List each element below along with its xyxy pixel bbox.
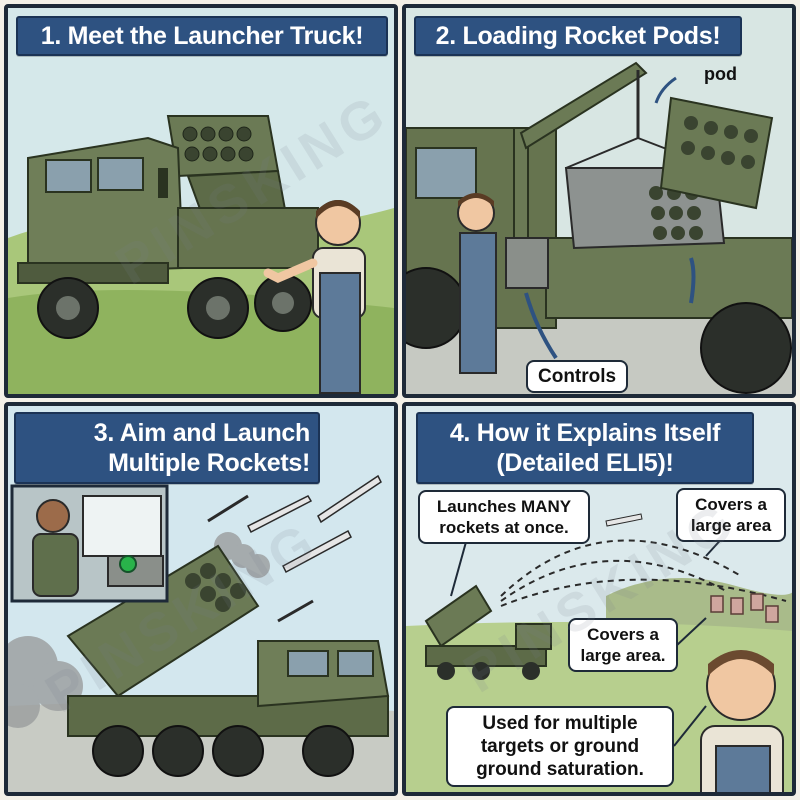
speech-bubble-launches: Launches MANY rockets at once. [418, 490, 590, 544]
bubble-line: Launches MANY [436, 497, 572, 516]
panel-4-title-line-1: 4. How it Explains Itself [449, 419, 721, 447]
panel-4-title-line-2: (Detailed ELI5)! [496, 449, 674, 477]
panel-3: 3. Aim and Launch Multiple Rockets! PINS… [4, 402, 398, 796]
panel-2: 2. Loading Rocket Pods! pod Controls [402, 4, 796, 398]
panel-3-title-line-2: Multiple Rockets! [108, 449, 310, 477]
panel-2-scene [406, 8, 792, 394]
controls-label: Controls [526, 360, 629, 393]
speech-bubble-covers-area-top: Covers a large area [676, 488, 786, 542]
panel-1-title: 1. Meet the Launcher Truck! [16, 16, 388, 56]
panel-2-title: 2. Loading Rocket Pods! [414, 16, 742, 56]
bubble-line: ground saturation. [476, 759, 644, 780]
bubble-line: Covers a [587, 625, 659, 644]
panel-3-title-line-1: 3. Aim and Launch [93, 419, 311, 447]
bubble-line: Used for multiple [482, 713, 638, 734]
pod-label: pod [704, 64, 737, 84]
bubble-line: Covers a [695, 495, 767, 514]
panel-1: 1. Meet the Launcher Truck! PINSKING [4, 4, 398, 398]
speech-bubble-used-for: Used for multiple targets or ground grou… [446, 706, 674, 787]
bubble-line: large area. [580, 646, 666, 665]
panel-3-title: 3. Aim and Launch Multiple Rockets! [14, 412, 320, 484]
panel-4-title: 4. How it Explains Itself (Detailed ELI5… [416, 412, 754, 484]
bubble-line: large area [690, 516, 772, 535]
bubble-line: rockets at once. [439, 518, 569, 537]
bubble-line: targets or ground [480, 736, 640, 757]
panel-4: 4. How it Explains Itself (Detailed ELI5… [402, 402, 796, 796]
speech-bubble-covers-area-middle: Covers a large area. [568, 618, 678, 672]
panel-1-scene [8, 8, 394, 394]
